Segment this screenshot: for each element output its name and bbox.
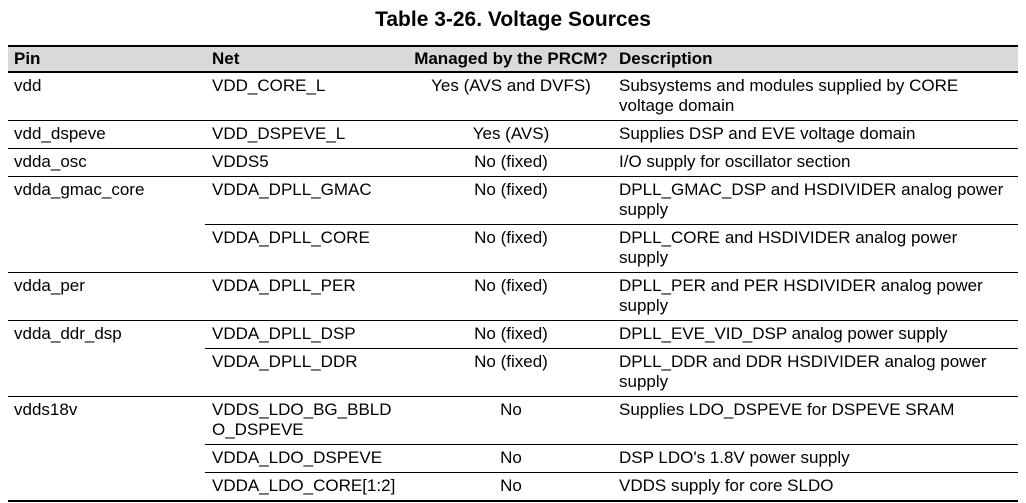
column-header-prcm: Managed by the PRCM? — [410, 45, 612, 73]
pin-cell: vdda_gmac_core — [8, 176, 205, 273]
header-row: Pin Net Managed by the PRCM? Description — [8, 45, 1018, 73]
prcm-cell: No — [410, 444, 612, 473]
column-header-description: Description — [612, 45, 1018, 73]
table-subrow-vdda-dpll-ddr: VDDA_DPLL_DDR No (fixed) DPLL_DDR and DD… — [8, 348, 1018, 397]
table-row-vdd-dspeve: vdd_dspeve VDD_DSPEVE_L Yes (AVS) Suppli… — [8, 120, 1018, 149]
description-cell: Supplies DSP and EVE voltage domain — [612, 120, 1018, 149]
pin-cell: vdda_osc — [8, 148, 205, 177]
table-row-vdds18v: vdds18v VDDS_LDO_BG_BBLDO_DSPEVE No Supp… — [8, 396, 1018, 501]
net-cell: VDDA_DPLL_GMAC — [205, 176, 410, 225]
table-title: Table 3-26. Voltage Sources — [375, 8, 651, 31]
net-cell: VDDS_LDO_BG_BBLDO_DSPEVE — [205, 396, 410, 445]
description-cell: Supplies LDO_DSPEVE for DSPEVE SRAM — [612, 396, 1018, 445]
table-row-vdda-per: vdda_per VDDA_DPLL_PER No (fixed) DPLL_P… — [8, 272, 1018, 321]
net-cell: VDDA_LDO_CORE[1:2] — [205, 472, 410, 501]
net-cell: VDD_CORE_L — [205, 71, 410, 121]
description-cell: Subsystems and modules supplied by CORE … — [612, 71, 1018, 121]
prcm-cell: No (fixed) — [410, 176, 612, 225]
net-cell: VDDA_LDO_DSPEVE — [205, 444, 410, 473]
net-cell: VDDS5 — [205, 148, 410, 177]
table-row-vdda-osc: vdda_osc VDDS5 No (fixed) I/O supply for… — [8, 148, 1018, 177]
prcm-cell: No (fixed) — [410, 348, 612, 397]
prcm-cell: No (fixed) — [410, 272, 612, 321]
description-cell: DSP LDO's 1.8V power supply — [612, 444, 1018, 473]
voltage-sources-table: Pin Net Managed by the PRCM? Description… — [8, 45, 1018, 502]
column-header-pin: Pin — [8, 45, 205, 73]
description-cell: DPLL_GMAC_DSP and HSDIVIDER analog power… — [612, 176, 1018, 225]
column-header-net: Net — [205, 45, 410, 73]
prcm-cell: No — [410, 396, 612, 445]
description-cell: I/O supply for oscillator section — [612, 148, 1018, 177]
net-cell: VDDA_DPLL_DSP — [205, 320, 410, 349]
net-cell: VDDA_DPLL_DDR — [205, 348, 410, 397]
table-row-vdd: vdd VDD_CORE_L Yes (AVS and DVFS) Subsys… — [8, 71, 1018, 121]
prcm-cell: Yes (AVS and DVFS) — [410, 71, 612, 121]
net-cell: VDDA_DPLL_PER — [205, 272, 410, 321]
prcm-cell: No (fixed) — [410, 224, 612, 273]
table-row-vdda-ddr-dsp: vdda_ddr_dsp VDDA_DPLL_DSP No (fixed) DP… — [8, 320, 1018, 397]
net-cell: VDDA_DPLL_CORE — [205, 224, 410, 273]
table-subrow-vdda-ldo-core: VDDA_LDO_CORE[1:2] No VDDS supply for co… — [8, 472, 1018, 501]
prcm-cell: No — [410, 472, 612, 501]
pin-cell: vdd — [8, 71, 205, 121]
table-subrow-vdda-ldo-dspeve: VDDA_LDO_DSPEVE No DSP LDO's 1.8V power … — [8, 444, 1018, 473]
description-cell: DPLL_EVE_VID_DSP analog power supply — [612, 320, 1018, 349]
pin-cell: vdds18v — [8, 396, 205, 501]
pin-cell: vdd_dspeve — [8, 120, 205, 149]
prcm-cell: No (fixed) — [410, 320, 612, 349]
pin-cell: vdda_per — [8, 272, 205, 321]
pin-cell: vdda_ddr_dsp — [8, 320, 205, 397]
description-cell: DPLL_CORE and HSDIVIDER analog power sup… — [612, 224, 1018, 273]
table-row-vdda-gmac-core: vdda_gmac_core VDDA_DPLL_GMAC No (fixed)… — [8, 176, 1018, 273]
prcm-cell: Yes (AVS) — [410, 120, 612, 149]
table-subrow-vdda-dpll-core: VDDA_DPLL_CORE No (fixed) DPLL_CORE and … — [8, 224, 1018, 273]
description-cell: VDDS supply for core SLDO — [612, 472, 1018, 501]
net-cell: VDD_DSPEVE_L — [205, 120, 410, 149]
prcm-cell: No (fixed) — [410, 148, 612, 177]
description-cell: DPLL_PER and PER HSDIVIDER analog power … — [612, 272, 1018, 321]
description-cell: DPLL_DDR and DDR HSDIVIDER analog power … — [612, 348, 1018, 397]
